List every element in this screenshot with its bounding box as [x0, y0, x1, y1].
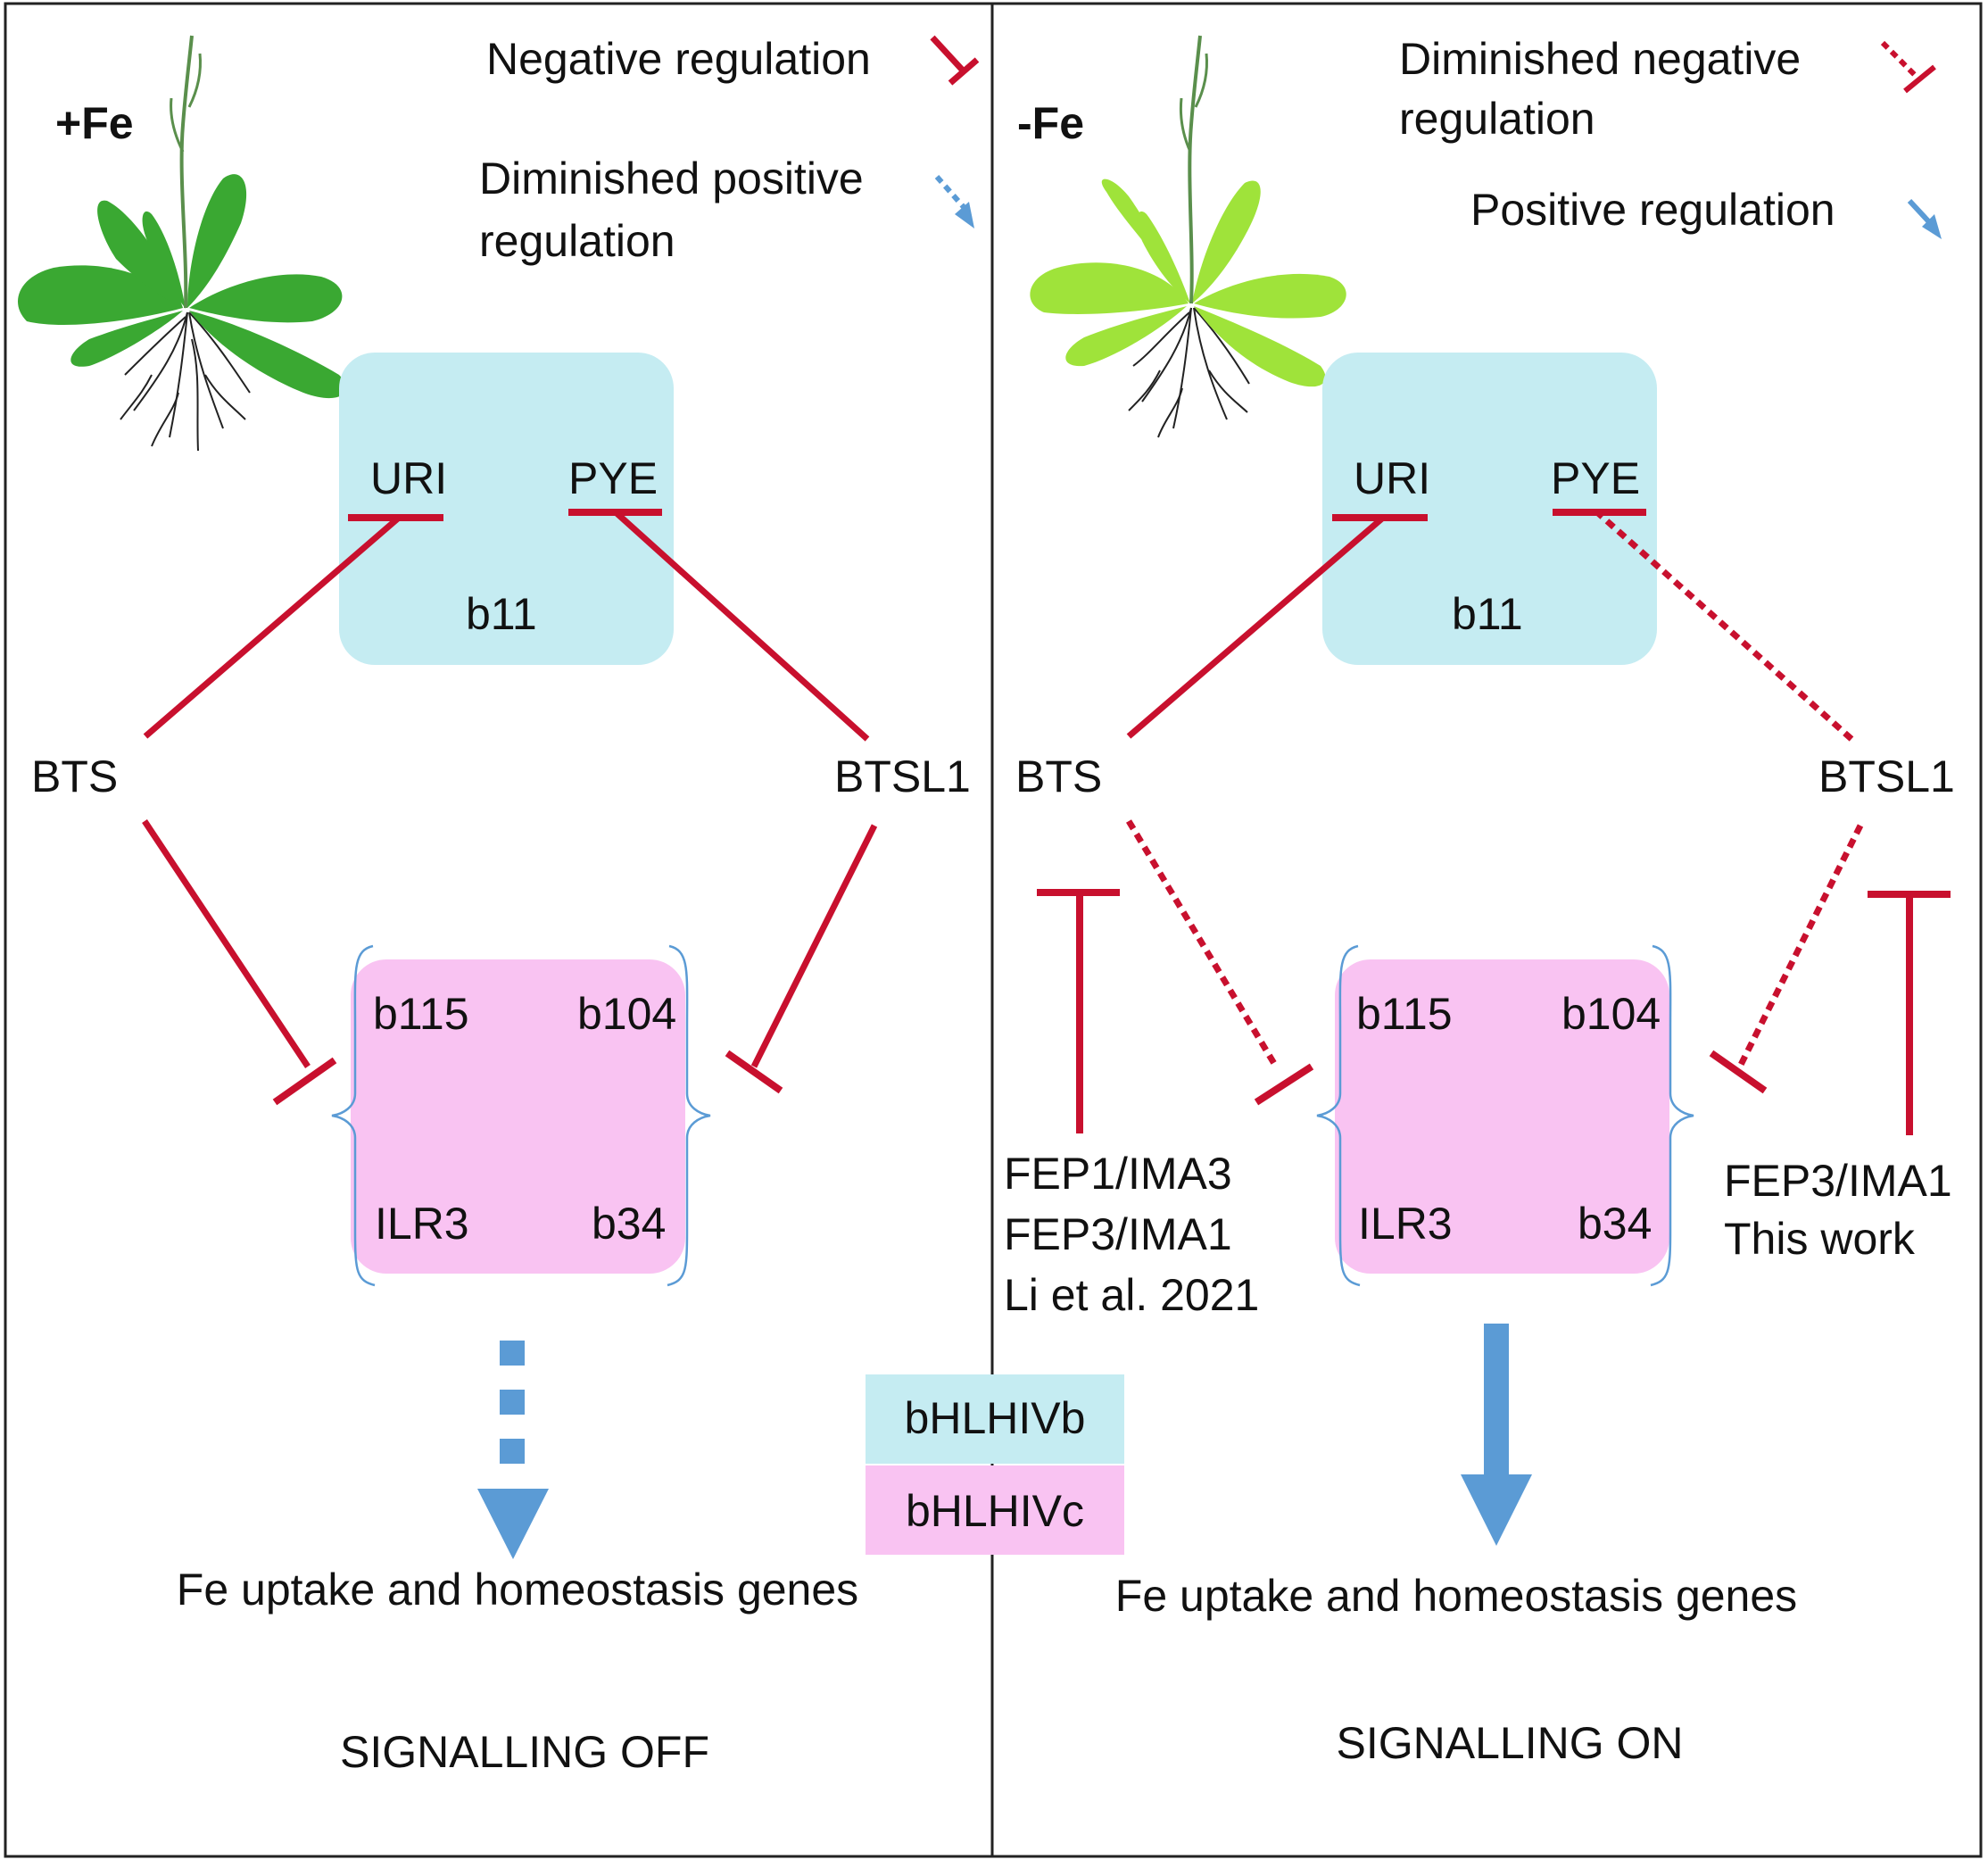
btsl1-label: BTSL1 [1818, 751, 1955, 801]
signalling-status: SIGNALLING OFF [340, 1727, 709, 1777]
inhibitor-label-fep3-ima1: FEP3/IMA1 [1004, 1209, 1232, 1259]
bhlh-ivb-key-label: bHLHIVb [905, 1393, 1086, 1443]
diminished-positive-regulation-icon [934, 175, 974, 228]
legend-diminished-positive-line2: regulation [479, 216, 675, 266]
bts-label: BTS [31, 751, 118, 801]
condition-label: -Fe [1017, 98, 1084, 148]
bhlh-ivc-key-label: bHLHIVc [906, 1486, 1084, 1536]
bhlh-ivc-key-swatch [866, 1465, 1124, 1555]
bhlh-ivb-key-swatch [866, 1374, 1124, 1464]
b11-label: b11 [1452, 589, 1523, 639]
b115-label: b115 [373, 989, 469, 1039]
b115-label: b115 [1356, 989, 1453, 1039]
uri-label: URI [1354, 453, 1430, 503]
inhibitor-label-fep3-ima1-this-work: FEP3/IMA1 [1724, 1156, 1952, 1206]
inhibitor-label-fep1-ima3: FEP1/IMA3 [1004, 1149, 1232, 1199]
positive-regulation-arrow [1461, 1324, 1532, 1546]
ilr3-label: ILR3 [1358, 1199, 1453, 1249]
negative-regulation-icon [930, 35, 980, 86]
bts-to-uri-inhibition [143, 515, 402, 739]
bhlh-ivb-box [1322, 353, 1657, 665]
b104-label: b104 [1561, 989, 1661, 1039]
bhlh-ivb-box [339, 353, 674, 665]
ilr3-label: ILR3 [375, 1199, 469, 1249]
btsl1-to-ivc-diminished-inhibition [1736, 824, 1864, 1068]
citation-this-work: This work [1724, 1214, 1916, 1264]
legend-diminished-negative-line1: Diminished negative [1399, 34, 1801, 84]
condition-label: +Fe [55, 98, 134, 148]
btsl1-label: BTSL1 [834, 751, 971, 801]
b11-label: b11 [466, 589, 537, 639]
ivc-left-brace [1316, 944, 1361, 1287]
btsl1-to-ivc-inhibition [750, 824, 878, 1068]
btsl1-to-pye-diminished-inhibition [1595, 510, 1854, 742]
ivc-right-brace [1650, 944, 1694, 1287]
legend-diminished-positive-line1: Diminished positive [479, 154, 864, 203]
bts-ivc-inhibition-bar [272, 1057, 337, 1106]
right-panel: -Fe Diminished negative regulation Posit… [1004, 34, 1955, 1768]
bts-label: BTS [1015, 751, 1102, 801]
family-key: bHLHIVb bHLHIVc [866, 1374, 1124, 1555]
btsl1-ivc-inhibition-bar [725, 1050, 783, 1094]
diminished-negative-regulation-icon [1880, 40, 1936, 94]
legend-negative-regulation: Negative regulation [486, 34, 871, 84]
b104-label: b104 [577, 989, 676, 1039]
b34-label: b34 [592, 1199, 666, 1249]
citation-li-2021: Li et al. 2021 [1004, 1270, 1259, 1320]
bhlh-ivc-box [1335, 959, 1669, 1274]
bts-to-ivc-diminished-inhibition [1125, 819, 1280, 1068]
legend-positive-regulation: Positive regulation [1470, 185, 1835, 235]
pye-label: PYE [1551, 453, 1640, 503]
ivc-left-brace [331, 944, 376, 1287]
bts-to-uri-inhibition [1126, 515, 1386, 739]
target-genes-label: Fe uptake and homeostasis genes [177, 1565, 858, 1615]
left-panel: +Fe Negative regulation Diminished posit… [18, 34, 980, 1777]
bts-to-ivc-inhibition [142, 819, 311, 1068]
b34-label: b34 [1578, 1199, 1652, 1249]
ivc-right-brace [667, 944, 711, 1287]
pye-label: PYE [568, 453, 658, 503]
bts-ivc-inhibition-bar [1254, 1063, 1314, 1106]
uri-label: URI [370, 453, 447, 503]
target-genes-label: Fe uptake and homeostasis genes [1115, 1571, 1797, 1621]
signalling-status: SIGNALLING ON [1337, 1718, 1684, 1768]
plant-icon-fe-sufficient [18, 35, 346, 452]
bhlh-ivc-box [351, 959, 685, 1274]
diminished-positive-arrow [477, 1341, 549, 1559]
btsl1-ivc-inhibition-bar [1709, 1050, 1768, 1094]
btsl1-to-pye-inhibition [613, 510, 870, 742]
legend-diminished-negative-line2: regulation [1399, 94, 1595, 144]
plant-icon-fe-deficient [1030, 35, 1346, 438]
positive-regulation-icon [1907, 198, 1942, 239]
